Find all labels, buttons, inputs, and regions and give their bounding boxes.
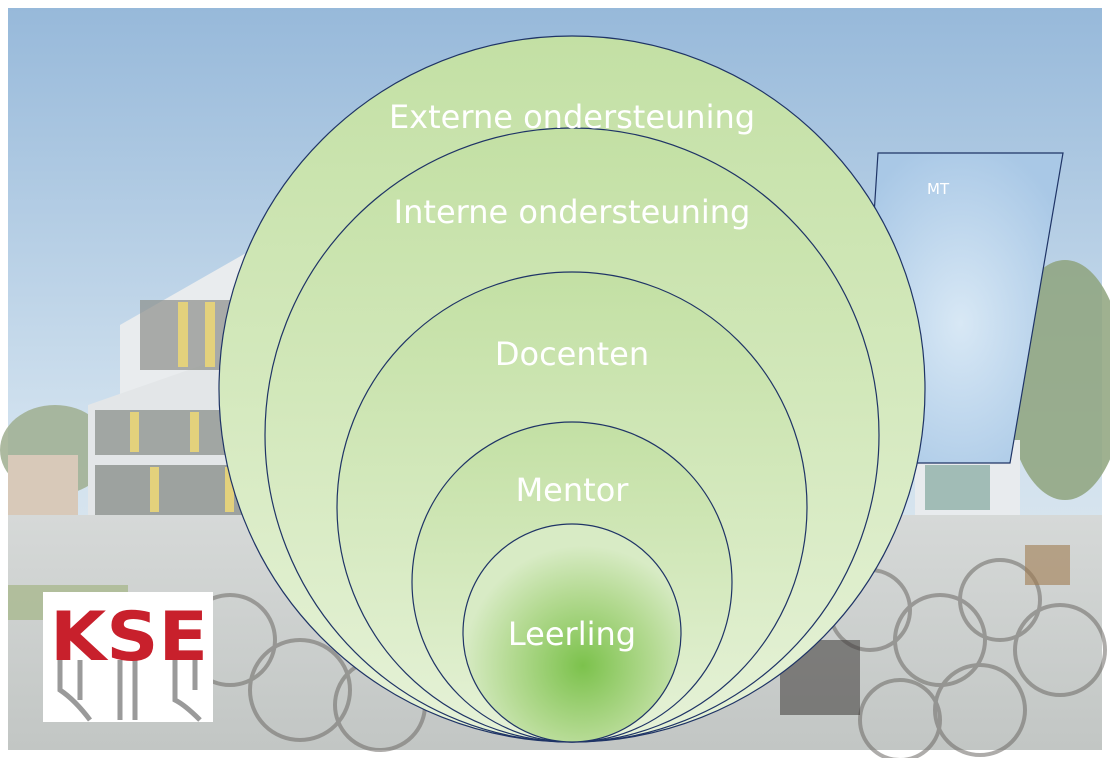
label-interne-ondersteuning: Interne ondersteuning <box>394 193 751 231</box>
logo-text: KSE <box>50 598 208 677</box>
label-leerling: Leerling <box>508 615 636 653</box>
label-docenten: Docenten <box>495 335 649 373</box>
label-mentor: Mentor <box>516 471 630 509</box>
logo-emblem-lines <box>57 660 202 722</box>
nested-rings: Externe ondersteuning Interne ondersteun… <box>218 35 926 743</box>
ring-leerling <box>462 523 682 743</box>
kse-logo: KSE <box>43 592 213 722</box>
mt-label: MT <box>927 180 950 198</box>
label-externe-ondersteuning: Externe ondersteuning <box>389 98 755 136</box>
